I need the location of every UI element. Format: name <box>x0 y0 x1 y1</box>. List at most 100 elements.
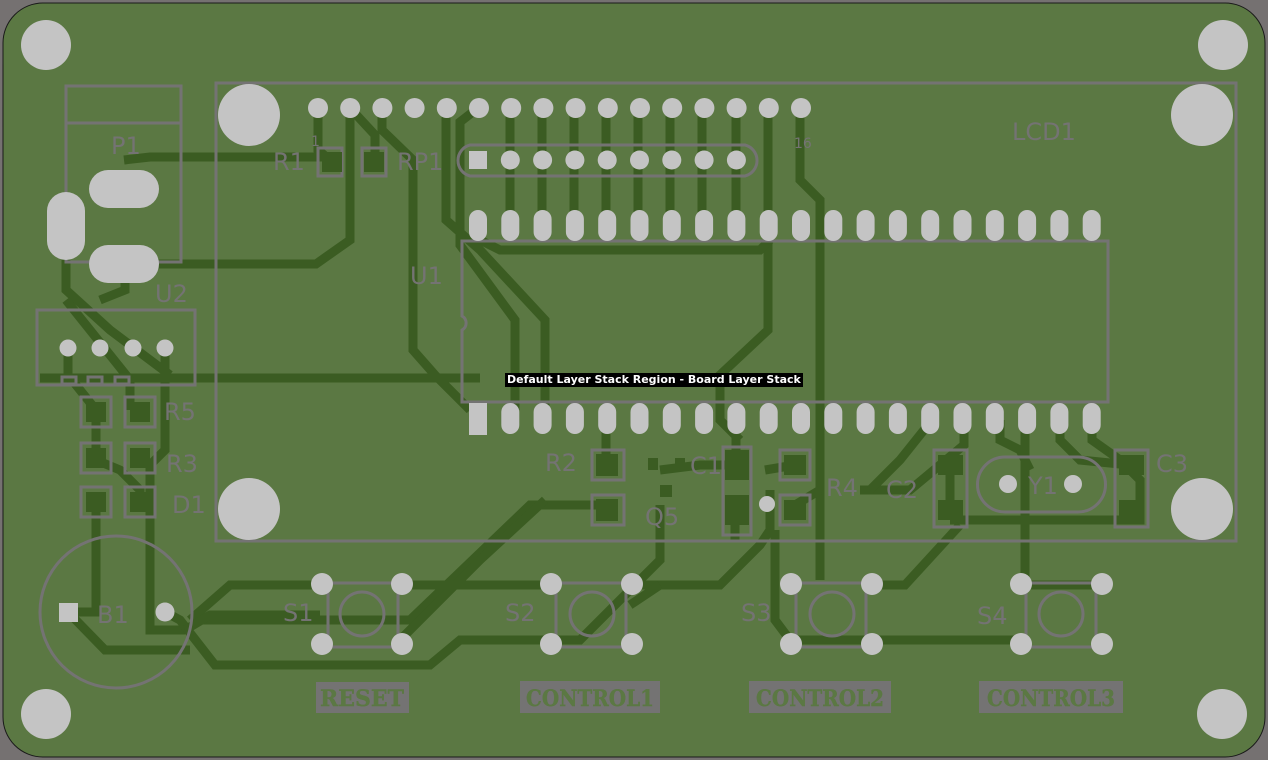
u1-pad-bottom <box>792 403 810 434</box>
switch-pad <box>540 633 562 655</box>
via <box>759 496 775 512</box>
y1-outline <box>976 455 1107 514</box>
u1-pad-bottom <box>888 403 907 434</box>
designator-r4: R4 <box>826 474 858 502</box>
mounting-hole <box>21 689 71 739</box>
switch-pad <box>540 573 562 595</box>
switch-pad <box>780 633 802 655</box>
u1-pad-bottom <box>953 403 972 434</box>
designator-rp1: RP1 <box>397 148 443 176</box>
u1-pad-top <box>921 210 940 241</box>
switch-pad <box>1010 573 1032 595</box>
switch-pad <box>861 573 883 595</box>
button-caption-boxes <box>316 681 1123 713</box>
switch-pad <box>621 573 643 595</box>
lcd-header-pad <box>791 98 811 118</box>
through-hole-pads <box>47 98 1113 655</box>
designator-y1: Y1 <box>1027 472 1058 500</box>
u1-pad-top <box>727 210 746 241</box>
rp1-pad <box>597 150 617 170</box>
u1-pin1-pad <box>469 403 487 435</box>
designator-p1: P1 <box>111 132 141 160</box>
s4-outline <box>1024 581 1098 649</box>
y1-pad <box>999 475 1017 493</box>
switch-pad <box>311 633 333 655</box>
rp1-pad <box>662 150 682 170</box>
u1-pad-bottom <box>695 403 714 434</box>
rp1-outline <box>456 143 759 178</box>
p1-pad <box>89 245 159 283</box>
designator-q5: Q5 <box>645 503 679 531</box>
control1-label: CONTROL1 <box>526 686 654 712</box>
designator-s1: S1 <box>283 599 314 627</box>
designator-b1: B1 <box>97 601 129 629</box>
lcd-header-pad <box>404 98 425 118</box>
control3-label: CONTROL3 <box>987 686 1115 712</box>
u1-pad-top <box>953 210 972 241</box>
designator-u2: U2 <box>155 280 188 308</box>
u1-pad-top <box>759 210 778 241</box>
u1-pad-top <box>662 210 681 241</box>
switch-pad <box>391 573 413 595</box>
switch-pad <box>621 633 643 655</box>
designator-c3: C3 <box>1156 450 1188 478</box>
u1-pad-top <box>1050 210 1069 241</box>
p1-pad <box>89 170 159 208</box>
rp1-pad <box>500 150 520 170</box>
designator-u1: U1 <box>410 262 443 290</box>
switch-pad <box>780 573 802 595</box>
lcd-header-pad <box>501 98 522 118</box>
designator-c1: C1 <box>690 452 722 480</box>
u2-pad <box>124 339 142 357</box>
u1-pad-top <box>985 210 1004 241</box>
designator-r2: R2 <box>545 449 577 477</box>
lcd-mount-hole <box>1171 478 1233 540</box>
designator-r3: R3 <box>166 450 198 478</box>
u1-pad-bottom <box>598 403 617 434</box>
control3-label-box <box>979 681 1123 713</box>
lcd-header-pad <box>372 98 393 118</box>
u1-pad-top <box>533 210 552 241</box>
lcd-header-pad <box>340 98 361 118</box>
u1-pad-top <box>1018 210 1037 241</box>
u1-outline <box>460 239 1110 404</box>
lcd-header-pad <box>758 98 779 118</box>
designator-r1: R1 <box>273 148 305 176</box>
designator-c2: C2 <box>886 476 918 504</box>
switch-pad <box>1091 573 1113 595</box>
s1-outline <box>326 581 400 649</box>
lcd-mount-hole <box>218 478 280 540</box>
u2-pad <box>91 339 109 357</box>
u1-pad-top <box>856 210 875 241</box>
rp1-pad <box>694 150 714 170</box>
mounting-holes <box>21 20 1248 739</box>
pin16-marker: 16 <box>794 136 812 152</box>
u1-pad-bottom <box>921 403 940 434</box>
designator-lcd1: LCD1 <box>1012 118 1076 146</box>
designator-r5: R5 <box>164 398 196 426</box>
rp1-pad <box>726 150 746 170</box>
b1-pad-square <box>59 603 78 622</box>
switch-pad <box>391 633 413 655</box>
u1-pad-top <box>469 210 487 241</box>
switch-pad <box>1010 633 1032 655</box>
u1-pad-bottom <box>533 403 552 434</box>
u1-pad-bottom <box>1082 403 1101 434</box>
lcd-mount-hole <box>1171 84 1233 146</box>
u1-pad-bottom <box>1018 403 1037 434</box>
mounting-hole <box>1198 20 1248 70</box>
y1-pad <box>1064 475 1082 493</box>
reset-label: RESET <box>320 686 405 712</box>
u1-pad-bottom <box>662 403 681 434</box>
u1-pad-top <box>501 210 520 241</box>
u1-pad-top <box>888 210 907 241</box>
designator-d1: D1 <box>172 491 206 519</box>
u1-pad-top <box>1082 210 1101 241</box>
u1-pad-bottom <box>824 403 843 434</box>
u1-pad-top <box>824 210 843 241</box>
u1-pad-bottom <box>727 403 746 434</box>
u1-pad-top <box>792 210 810 241</box>
s3-outline <box>794 581 868 649</box>
u1-pad-top <box>695 210 714 241</box>
lcd-header-pad <box>565 98 586 118</box>
